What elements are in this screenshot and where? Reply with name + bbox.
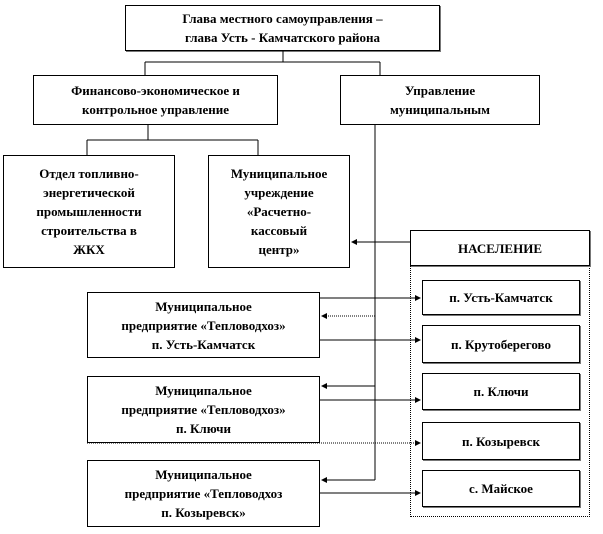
finance-dept-box: Финансово-экономическое и контрольное уп… xyxy=(33,75,278,125)
population-container xyxy=(410,266,590,517)
village-box: п. Козыревск xyxy=(422,422,580,460)
municipal-mgmt-box: Управление муниципальным xyxy=(340,75,540,125)
fuel-dept-box: Отдел топливно- энергетической промышлен… xyxy=(3,155,175,268)
head-box: Глава местного самоуправления – глава Ус… xyxy=(125,5,440,51)
enterprise-box: Муниципальное предприятие «Тепловодхоз» … xyxy=(87,292,320,358)
village-box: п. Крутоберегово xyxy=(422,325,580,363)
enterprise-box: Муниципальное предприятие «Тепловодхоз» … xyxy=(87,376,320,443)
village-box: п. Ключи xyxy=(422,373,580,410)
population-header: НАСЕЛЕНИЕ xyxy=(410,230,590,266)
enterprise-box: Муниципальное предприятие «Тепловодхоз п… xyxy=(87,460,320,527)
village-box: п. Усть-Камчатск xyxy=(422,280,580,315)
settlement-center-box: Муниципальное учреждение «Расчетно- касс… xyxy=(208,155,350,268)
village-box: с. Майское xyxy=(422,470,580,507)
head-connector xyxy=(144,51,381,75)
finance-connector xyxy=(86,125,259,155)
